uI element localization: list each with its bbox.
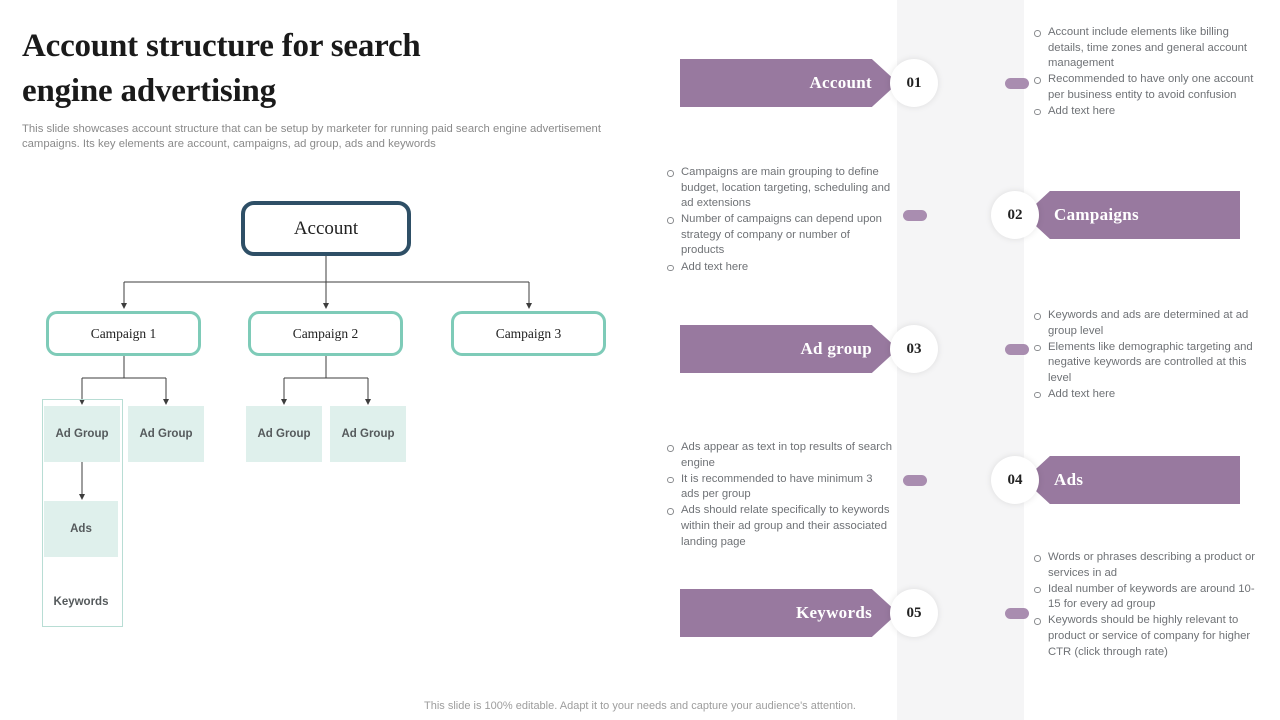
page-title-line-2: engine advertising [22,73,276,109]
step-number-circle-01: 01 [890,59,938,107]
bullet-item: Words or phrases describing a product or… [1032,550,1260,581]
page-title: Account structure for search engine adve… [22,24,642,114]
page-subtitle: This slide showcases account structure t… [22,123,601,150]
step-number-05: 05 [906,604,922,621]
step-connector-05 [1005,608,1029,619]
diagram-node-ad-group-3[interactable]: Ad Group [246,406,322,462]
step-number-04: 04 [1007,471,1023,488]
step-banner-01[interactable]: Account [680,59,898,107]
step-number-03: 03 [906,340,922,357]
step-number-circle-05: 05 [890,589,938,637]
diagram-node-campaign-3[interactable]: Campaign 3 [451,311,606,356]
bullet-item: Recommended to have only one account per… [1032,72,1260,103]
step-title-02: Campaigns [1054,205,1139,224]
diagram-node-ad-group-4[interactable]: Ad Group [330,406,406,462]
diagram-node-campaign-2[interactable]: Campaign 2 [248,311,403,356]
bullet-item: Campaigns are main grouping to define bu… [665,165,893,212]
diagram-node-account[interactable]: Account [241,201,411,256]
step-banner-03[interactable]: Ad group [680,325,898,373]
step-bullets-02: Campaigns are main grouping to define bu… [665,165,893,276]
step-bullets-04: Ads appear as text in top results of sea… [665,440,893,551]
account-structure-diagram: Account Campaign 1 Campaign 2 Campaign 3… [0,170,660,680]
diagram-adgroup-stack-outline [42,399,123,627]
step-banner-04[interactable]: Ads [1024,456,1240,504]
step-connector-02 [903,210,927,221]
page-title-line-1: Account structure for search [22,28,421,64]
step-connector-04 [903,475,927,486]
step-banner-05[interactable]: Keywords [680,589,898,637]
bullet-item: Ads appear as text in top results of sea… [665,440,893,471]
step-bullets-03: Keywords and ads are determined at ad gr… [1032,308,1260,403]
step-number-01: 01 [906,74,922,91]
bullet-item: Add text here [1032,104,1260,120]
step-connector-03 [1005,344,1029,355]
step-number-circle-03: 03 [890,325,938,373]
bullet-item: Keywords and ads are determined at ad gr… [1032,308,1260,339]
bullet-item: Add text here [1032,387,1260,403]
step-banner-02[interactable]: Campaigns [1024,191,1240,239]
diagram-node-ad-group-2[interactable]: Ad Group [128,406,204,462]
diagram-node-ads[interactable]: Ads [44,501,118,557]
bullet-item: Add text here [665,260,893,276]
step-number-02: 02 [1007,206,1023,223]
step-bullets-05: Words or phrases describing a product or… [1032,550,1260,661]
diagram-node-campaign-1[interactable]: Campaign 1 [46,311,201,356]
bullet-item: It is recommended to have minimum 3 ads … [665,472,893,503]
step-number-circle-02: 02 [991,191,1039,239]
step-title-05: Keywords [795,603,872,622]
bullet-item: Number of campaigns can depend upon stra… [665,212,893,259]
bullet-item: Account include elements like billing de… [1032,25,1260,72]
diagram-connector-lines [79,256,532,500]
step-bullets-01: Account include elements like billing de… [1032,25,1260,120]
step-title-03: Ad group [800,339,872,358]
footer-note: This slide is 100% editable. Adapt it to… [424,700,856,712]
step-number-circle-04: 04 [991,456,1039,504]
bullet-item: Elements like demographic targeting and … [1032,340,1260,387]
diagram-node-ad-group-1[interactable]: Ad Group [44,406,120,462]
bullet-item: Ads should relate specifically to keywor… [665,503,893,550]
diagram-node-keywords[interactable]: Keywords [53,596,109,608]
bullet-item: Ideal number of keywords are around 10-1… [1032,582,1260,613]
step-connector-01 [1005,78,1029,89]
bullet-item: Keywords should be highly relevant to pr… [1032,613,1260,660]
step-title-01: Account [809,73,872,92]
step-title-04: Ads [1054,470,1084,489]
